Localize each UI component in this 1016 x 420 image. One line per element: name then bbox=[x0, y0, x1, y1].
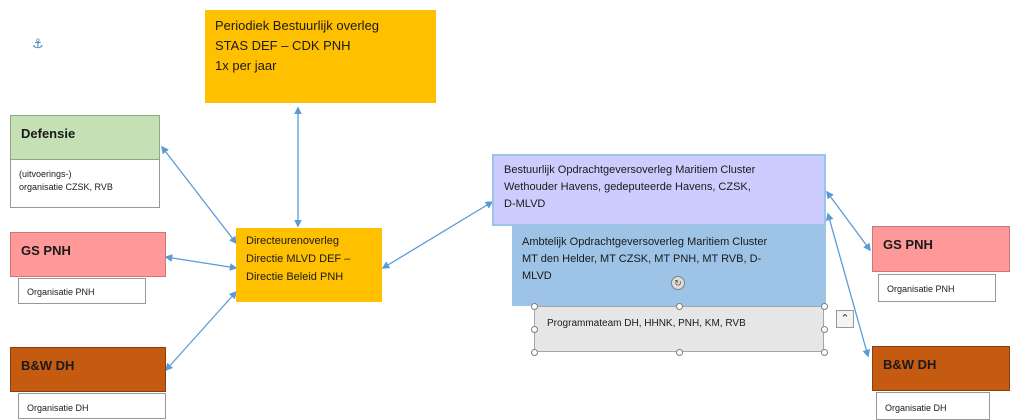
top-box-line3: 1x per jaar bbox=[215, 58, 277, 73]
defensie-header: Defensie bbox=[10, 115, 160, 160]
bw-dh-left-group[interactable]: B&W DH Organisatie DH bbox=[10, 347, 166, 419]
gs-pnh-right-sub: Organisatie PNH bbox=[878, 274, 996, 302]
selection-handle-ml[interactable] bbox=[531, 326, 538, 333]
programmateam-label: Programmateam DH, HHNK, PNH, KM, RVB bbox=[547, 318, 746, 329]
gs-pnh-right-group[interactable]: GS PNH Organisatie PNH bbox=[872, 226, 1010, 302]
arrow-gs-directeuren bbox=[164, 254, 238, 271]
bw-dh-left-sub: Organisatie DH bbox=[18, 393, 166, 419]
selection-handle-br[interactable] bbox=[821, 349, 828, 356]
bw-dh-left-header: B&W DH bbox=[10, 347, 166, 392]
selection-handle-tm[interactable] bbox=[676, 303, 683, 310]
gs-pnh-left-header: GS PNH bbox=[10, 232, 166, 277]
bestuurlijk-opdrachtgeversoverleg-box[interactable]: Bestuurlijk Opdrachtgeversoverleg Mariti… bbox=[492, 154, 826, 226]
defensie-group[interactable]: Defensie (uitvoerings-) organisatie CZSK… bbox=[10, 115, 160, 208]
ambtelijk-line2: MT den Helder, MT CZSK, MT PNH, MT RVB, … bbox=[522, 253, 762, 265]
gs-pnh-right-header: GS PNH bbox=[872, 226, 1010, 272]
bestuurlijk-line2: Wethouder Havens, gedeputeerde Havens, C… bbox=[504, 181, 751, 193]
defensie-sub: (uitvoerings-) organisatie CZSK, RVB bbox=[11, 162, 159, 194]
ambtelijk-line1: Ambtelijk Opdrachtgeversoverleg Maritiem… bbox=[522, 236, 768, 248]
arrow-bestuurlijk-gs-right bbox=[826, 190, 871, 252]
top-box-line2: STAS DEF – CDK PNH bbox=[215, 38, 351, 53]
ambtelijk-opdrachtgeversoverleg-box[interactable]: Ambtelijk Opdrachtgeversoverleg Maritiem… bbox=[512, 226, 826, 306]
selection-handle-tl[interactable] bbox=[531, 303, 538, 310]
arrow-bestuurlijk-bw-right bbox=[825, 212, 871, 358]
bw-dh-right-group[interactable]: B&W DH Organisatie DH bbox=[872, 346, 1010, 420]
bw-dh-right-header: B&W DH bbox=[872, 346, 1010, 391]
directeurenoverleg-box[interactable]: Directeurenoverleg Directie MLVD DEF – D… bbox=[236, 228, 382, 302]
defensie-sub-line1: (uitvoerings-) bbox=[19, 169, 72, 179]
anchor-icon: ⚓ bbox=[32, 36, 44, 51]
bestuurlijk-line1: Bestuurlijk Opdrachtgeversoverleg Mariti… bbox=[504, 164, 756, 176]
selection-handle-tr[interactable] bbox=[821, 303, 828, 310]
selection-handle-bl[interactable] bbox=[531, 349, 538, 356]
directeuren-line3: Directie Beleid PNH bbox=[246, 271, 344, 283]
bw-dh-right-sub: Organisatie DH bbox=[876, 392, 990, 420]
selection-handle-bm[interactable] bbox=[676, 349, 683, 356]
programmateam-box[interactable]: Programmateam DH, HHNK, PNH, KM, RVB bbox=[534, 306, 824, 352]
gs-pnh-left-group[interactable]: GS PNH Organisatie PNH bbox=[10, 232, 166, 304]
arrow-directeuren-bestuurlijk bbox=[381, 201, 494, 269]
periodiek-bestuurlijk-overleg-box[interactable]: Periodiek Bestuurlijk overleg STAS DEF –… bbox=[205, 10, 436, 103]
layout-options-icon[interactable]: ⌃ bbox=[836, 310, 854, 328]
gs-pnh-left-sub: Organisatie PNH bbox=[18, 278, 146, 304]
top-box-line1: Periodiek Bestuurlijk overleg bbox=[215, 18, 380, 33]
directeuren-line1: Directeurenoverleg bbox=[246, 235, 339, 247]
defensie-sub-line2: organisatie CZSK, RVB bbox=[19, 182, 113, 192]
bestuurlijk-line3: D-MLVD bbox=[504, 198, 546, 210]
ambtelijk-line3: MLVD bbox=[522, 270, 552, 282]
selection-handle-mr[interactable] bbox=[821, 326, 828, 333]
arrow-bw-directeuren bbox=[164, 290, 238, 372]
directeuren-line2: Directie MLVD DEF – bbox=[246, 253, 351, 265]
rotate-handle-icon[interactable]: ↻ bbox=[671, 276, 685, 290]
arrow-defensie-directeuren bbox=[161, 145, 237, 245]
